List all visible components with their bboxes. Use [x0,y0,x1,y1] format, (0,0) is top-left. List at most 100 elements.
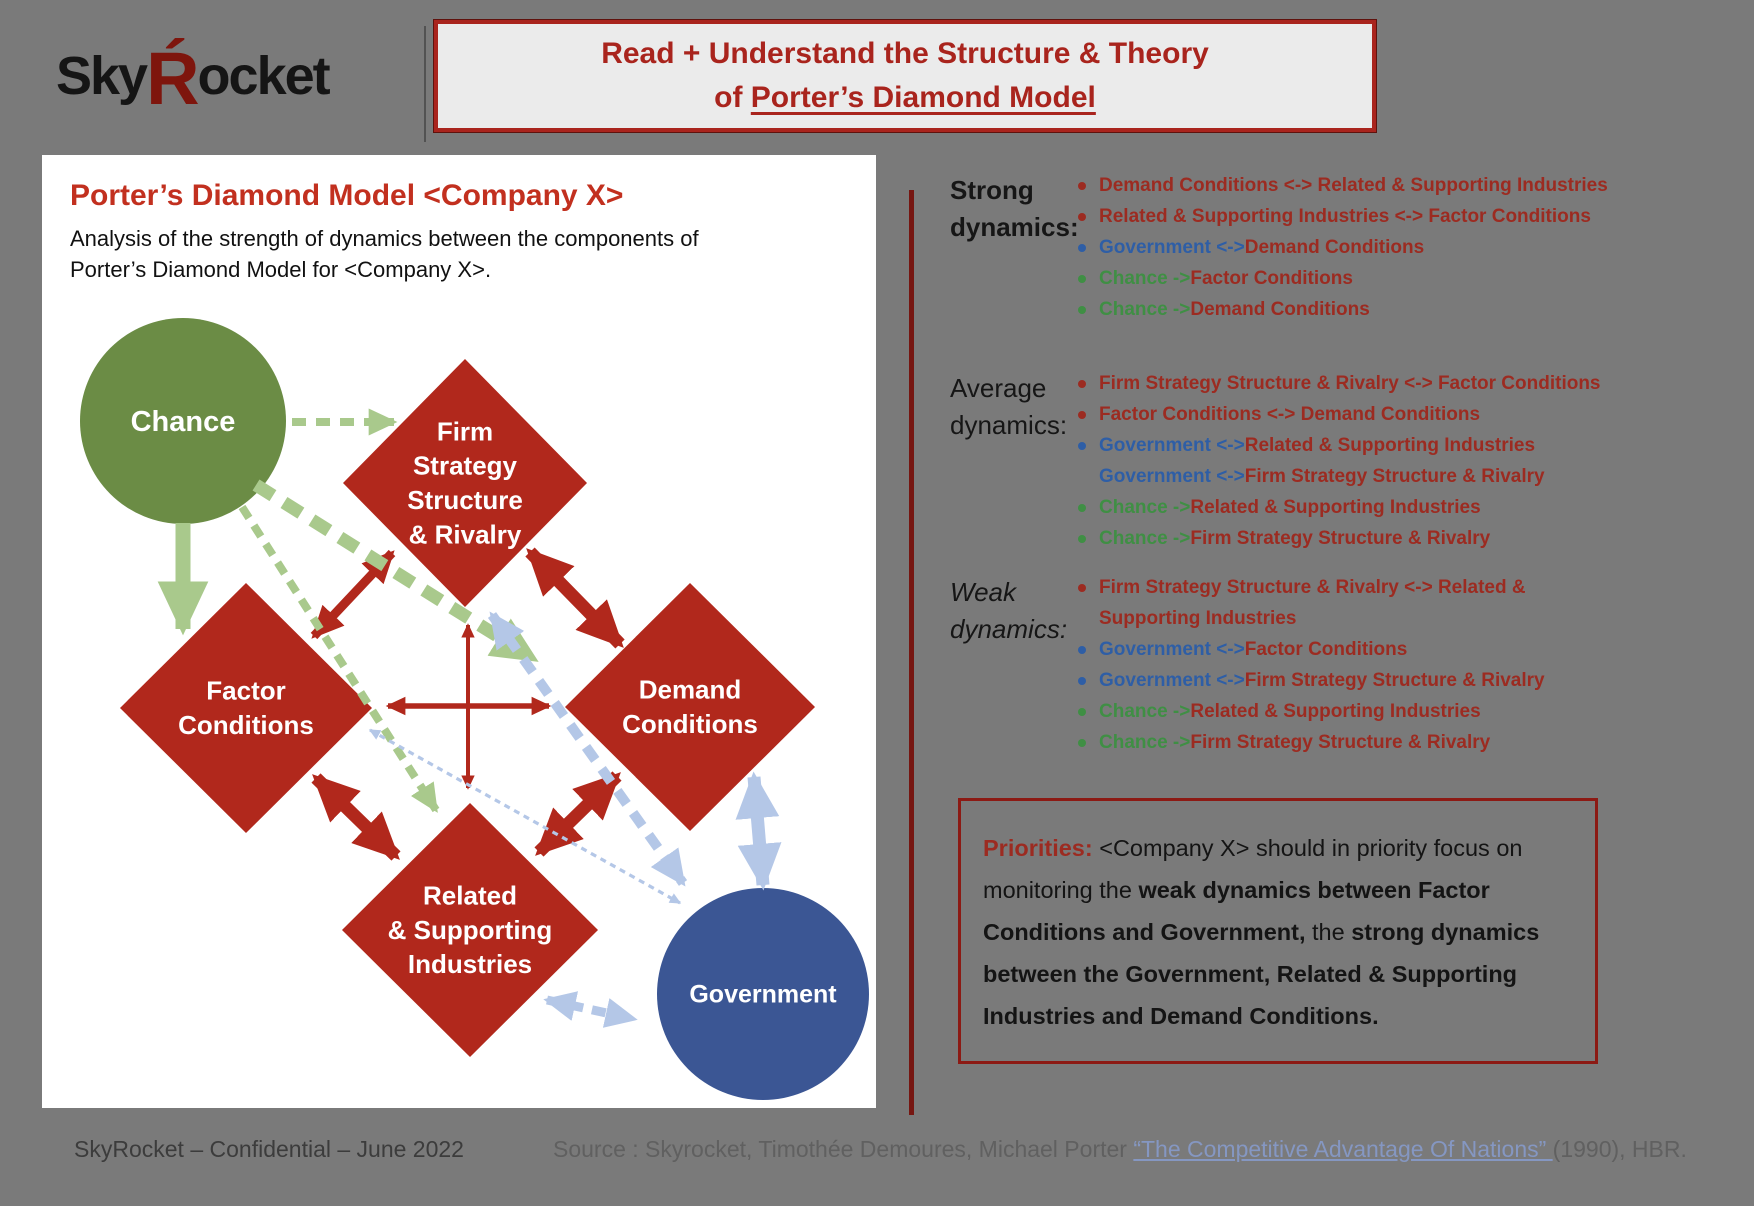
priorities-segment: the [1305,919,1352,945]
legend-item-text: Related & Supporting Industries [1244,434,1536,456]
legend-item: Government <-> Related & Supporting Indu… [1078,430,1710,461]
slide-title-line2: of Porter’s Diamond Model [714,76,1096,120]
bullet-spacer [1078,473,1086,481]
bullet-icon [1078,274,1086,283]
priorities-line: Conditions and Government, the strong dy… [983,911,1577,953]
arrow-factor-related [311,773,401,861]
legend-item-text: Firm Strategy Structure & Rivalry [1244,669,1545,691]
arrow-chance-demand [252,479,539,665]
priorities-box: Priorities: <Company X> should in priori… [958,798,1598,1064]
legend-item: Related & Supporting Industries <-> Fact… [1078,201,1710,232]
logo-r-accent: Ŕ [146,37,199,120]
legend-items-weak: Firm Strategy Structure & Rivalry <-> Re… [1078,572,1710,758]
legend-item: Chance -> Related & Supporting Industrie… [1078,492,1710,523]
bullet-icon [1078,305,1086,314]
priorities-text: Priorities: <Company X> should in priori… [983,827,1577,1037]
diagram-title: Porter’s Diamond Model <Company X> [70,179,624,212]
legend-item-text: Government <-> [1099,236,1245,258]
legend-item-text: Related & Supporting Industries [1190,700,1481,722]
priorities-segment: Priorities: [983,835,1100,861]
source-link[interactable]: “The Competitive Advantage Of Nations” [1133,1136,1553,1162]
diagram-subtitle: Analysis of the strength of dynamics bet… [70,226,699,282]
bullet-icon [1078,243,1086,252]
legend-item-text: Government <-> [1099,434,1245,456]
bullet-icon [1078,645,1086,654]
bullet-icon [1078,181,1086,190]
legend-item-text: Firm Strategy Structure & Rivalry [1190,731,1491,753]
legend-item: Chance -> Factor Conditions [1078,263,1710,294]
legend-item-text: Factor Conditions [1190,267,1353,289]
legend-item: Chance -> Firm Strategy Structure & Riva… [1078,727,1710,758]
bullet-icon [1078,738,1086,747]
arrow-chance-related [238,504,440,813]
header-divider [424,26,426,142]
priorities-segment: between the Government, Related & Suppor… [983,961,1518,987]
logo-text-post: ocket [197,46,331,106]
bullet-icon [1078,676,1086,685]
priorities-line: Industries and Demand Conditions. [983,995,1577,1037]
footer-confidential: SkyRocket – Confidential – June 2022 [74,1136,464,1162]
legend-item: Chance -> Firm Strategy Structure & Riva… [1078,523,1710,554]
source-suffix: (1990), HBR. [1552,1136,1687,1162]
logo-text-pre: Sky [56,46,148,106]
legend-item: Government <-> Demand Conditions [1078,232,1710,263]
arrow-firmstrategy-demand [525,547,625,649]
legend-item: Government <-> Firm Strategy Structure &… [1078,461,1710,492]
legend-item: Government <-> Firm Strategy Structure &… [1078,665,1710,696]
legend-item-text: Chance -> [1099,527,1191,549]
legend-item-text: Chance -> [1099,298,1191,320]
slide-title-line2-prefix: of [714,81,751,114]
bullet-icon [1078,441,1086,450]
legend-items-average: Firm Strategy Structure & Rivalry <-> Fa… [1078,368,1710,554]
arrow-government-factor [368,728,682,905]
priorities-segment: <Company X> should in priority focus on [1099,835,1523,861]
priorities-segment: strong dynamics [1351,919,1540,945]
bullet-icon [1078,503,1086,512]
priorities-line: monitoring the weak dynamics between Fac… [983,869,1577,911]
bullet-icon [1078,534,1086,543]
slide-title-box: Read + Understand the Structure & Theory… [434,20,1376,132]
bullet-icon [1078,583,1086,592]
bullet-icon [1078,410,1086,419]
node-label-chance: Chance [131,406,236,438]
legend-item-text: Chance -> [1099,267,1191,289]
legend-item-text: Factor Conditions [1244,638,1408,660]
legend-item: Chance -> Demand Conditions [1078,294,1710,325]
legend-item-text: Supporting Industries [1099,607,1297,629]
legend-vertical-rule [909,190,914,1115]
legend-item: Chance -> Related & Supporting Industrie… [1078,696,1710,727]
legend-item: Demand Conditions <-> Related & Supporti… [1078,170,1710,201]
priorities-segment: weak dynamics between Factor [1138,877,1490,903]
legend-items-strong: Demand Conditions <-> Related & Supporti… [1078,170,1710,325]
source-prefix: Source : Skyrocket, Timothée Demoures, M… [553,1136,1134,1162]
slide-title-line2-underlined: Porter’s Diamond Model [750,81,1096,114]
node-label-government: Government [689,981,837,1009]
legend-item-text: Related & Supporting Industries [1190,496,1481,518]
legend-item-text: Demand Conditions [1244,236,1425,258]
legend-item: Government <-> Factor Conditions [1078,634,1710,665]
bullet-icon [1078,212,1086,221]
node-government [657,888,869,1100]
legend-item-text: Demand Conditions [1190,298,1370,320]
priorities-line: between the Government, Related & Suppor… [983,953,1577,995]
footer-source: Source : Skyrocket, Timothée Demoures, M… [553,1136,1687,1163]
legend-item-text: Related & Supporting Industries <-> Fact… [1099,205,1591,227]
priorities-segment: Conditions and Government, [983,919,1306,945]
legend-item: Firm Strategy Structure & Rivalry <-> Re… [1078,572,1710,603]
legend-item-text: Government <-> [1099,669,1245,691]
legend-item-text: Firm Strategy Structure & Rivalry <-> Re… [1099,576,1526,598]
legend-item-text: Chance -> [1099,496,1191,518]
legend-item-text: Factor Conditions <-> Demand Conditions [1099,403,1481,425]
bullet-icon [1078,707,1086,716]
legend-item-text: Chance -> [1099,700,1191,722]
node-firm-strategy [343,359,587,607]
priorities-segment: Industries and Demand Conditions. [983,1003,1379,1029]
